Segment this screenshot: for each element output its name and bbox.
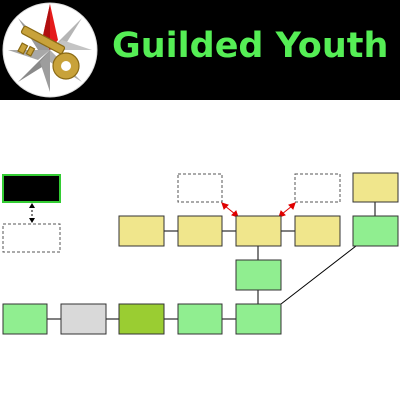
dashed-box	[294, 173, 341, 203]
node-box	[235, 303, 282, 335]
node-box	[294, 215, 341, 247]
node-box	[60, 303, 107, 335]
node-box	[235, 215, 282, 247]
dashed-box	[177, 173, 223, 203]
node-box	[118, 303, 165, 335]
node-box	[177, 215, 223, 247]
org-flow-diagram	[2, 172, 399, 335]
connector-line	[280, 245, 357, 305]
arrow-head	[221, 202, 229, 210]
node-box	[177, 303, 223, 335]
node-box	[352, 172, 399, 203]
compass-key-icon	[2, 2, 98, 98]
legend-dashed-box	[2, 223, 61, 253]
node-box	[352, 215, 399, 247]
red-arrow	[224, 205, 236, 215]
node-box	[2, 303, 48, 335]
header-bar: Guilded Youth	[0, 0, 400, 100]
arrow-head	[29, 218, 35, 223]
node-box	[118, 215, 165, 247]
red-arrow	[281, 205, 293, 215]
arrow-head	[29, 203, 35, 208]
node-box	[235, 259, 282, 291]
legend-solid-box	[2, 174, 61, 203]
arrow-head	[288, 202, 296, 210]
site-title: Guilded Youth	[112, 26, 389, 66]
